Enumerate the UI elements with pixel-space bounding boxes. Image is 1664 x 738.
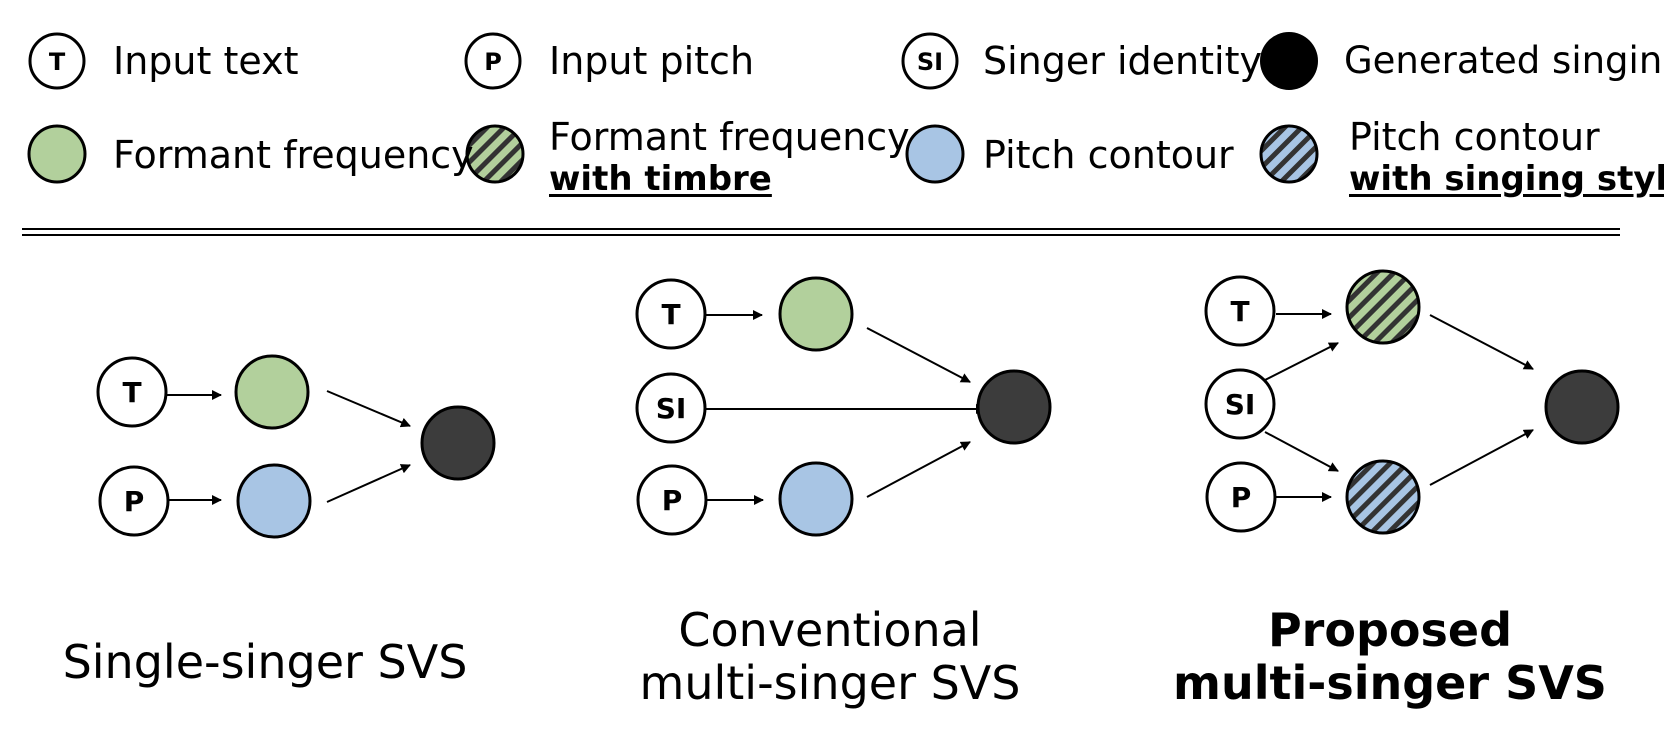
prop-node-formant-timbre (1345, 269, 1421, 345)
single-node-output (420, 405, 496, 481)
conv-node-t-label: T (661, 298, 680, 331)
legend-input-pitch-label: Input pitch (549, 39, 755, 83)
proposed-caption-line2: multi-singer SVS (1173, 656, 1607, 711)
single-caption: Single-singer SVS (40, 635, 490, 689)
legend-singer-identity-label: Singer identity (983, 39, 1262, 83)
single-node-p-label: P (124, 485, 145, 518)
legend-formant-timbre-line2: with timbre (549, 159, 772, 199)
conventional-caption-line1: Conventional (678, 603, 982, 657)
single-edge-pitch-output (326, 464, 411, 503)
single-node-t: T (96, 356, 168, 428)
conventional-diagram: T SI P (635, 276, 1052, 537)
prop-node-pitch-style (1345, 459, 1421, 535)
legend-pitch-contour-icon (905, 124, 965, 184)
conv-node-t: T (635, 278, 707, 350)
conv-edge-pitch-output (866, 441, 971, 498)
legend-pitch-style-line2-wrap: with singing style (1349, 162, 1664, 196)
conv-node-p-label: P (662, 484, 683, 517)
prop-edge-si-formant (1264, 342, 1339, 381)
conv-node-pitch (778, 461, 854, 537)
conv-node-si-label: SI (656, 392, 687, 425)
prop-node-si: SI (1204, 368, 1276, 440)
legend-input-pitch-symbol: P (484, 48, 502, 76)
legend-formant-timbre-line1: Formant frequency (549, 115, 910, 159)
conv-node-formant (778, 276, 854, 352)
legend-formant-frequency-icon (27, 124, 87, 184)
conventional-caption-line2: multi-singer SVS (639, 656, 1021, 711)
conv-edge-formant-output (866, 327, 971, 383)
prop-node-t: T (1204, 275, 1276, 347)
legend-input-text-label: Input text (113, 39, 299, 83)
legend-generated-singing-icon (1260, 32, 1318, 90)
single-node-pitch (236, 463, 312, 539)
legend: T P SI (27, 32, 1319, 184)
prop-node-p-label: P (1231, 481, 1252, 514)
single-singer-diagram: T P (96, 354, 496, 539)
legend-generated-singing-label: Generated singing (1344, 39, 1664, 82)
conventional-caption: Conventional multi-singer SVS (590, 603, 1070, 711)
legend-pitch-contour-label: Pitch contour (983, 133, 1234, 177)
legend-input-text-icon: T (28, 32, 86, 90)
proposed-caption: Proposed multi-singer SVS (1150, 603, 1630, 711)
legend-singer-identity-symbol: SI (917, 48, 943, 76)
prop-node-output (1544, 369, 1620, 445)
conv-node-p: P (636, 464, 708, 536)
single-edge-formant-output (326, 390, 411, 428)
legend-singer-identity-icon: SI (901, 32, 959, 90)
prop-node-si-label: SI (1225, 388, 1256, 421)
prop-edge-pitch-output (1429, 429, 1534, 486)
prop-edge-si-pitch (1264, 431, 1339, 472)
single-caption-line1: Single-singer SVS (62, 635, 468, 689)
proposed-caption-line1: Proposed (1267, 603, 1513, 657)
legend-formant-frequency-label: Formant frequency (113, 133, 474, 177)
legend-pitch-style-line2: with singing style (1349, 159, 1664, 199)
conv-node-output (976, 369, 1052, 445)
legend-pitch-style-line1: Pitch contour (1349, 115, 1600, 159)
single-node-formant (234, 354, 310, 430)
proposed-diagram: T SI P (1204, 269, 1620, 535)
legend-input-pitch-icon: P (464, 32, 522, 90)
single-node-t-label: T (122, 376, 141, 409)
prop-node-t-label: T (1230, 295, 1249, 328)
prop-edge-formant-output (1429, 314, 1534, 370)
legend-input-text-symbol: T (49, 48, 66, 76)
single-node-p: P (98, 465, 170, 537)
conv-node-si: SI (635, 372, 707, 444)
legend-formant-timbre-line2-wrap: with timbre (549, 162, 772, 196)
legend-formant-timbre-icon (465, 124, 525, 184)
legend-pitch-style-icon (1259, 124, 1319, 184)
prop-node-p: P (1205, 461, 1277, 533)
